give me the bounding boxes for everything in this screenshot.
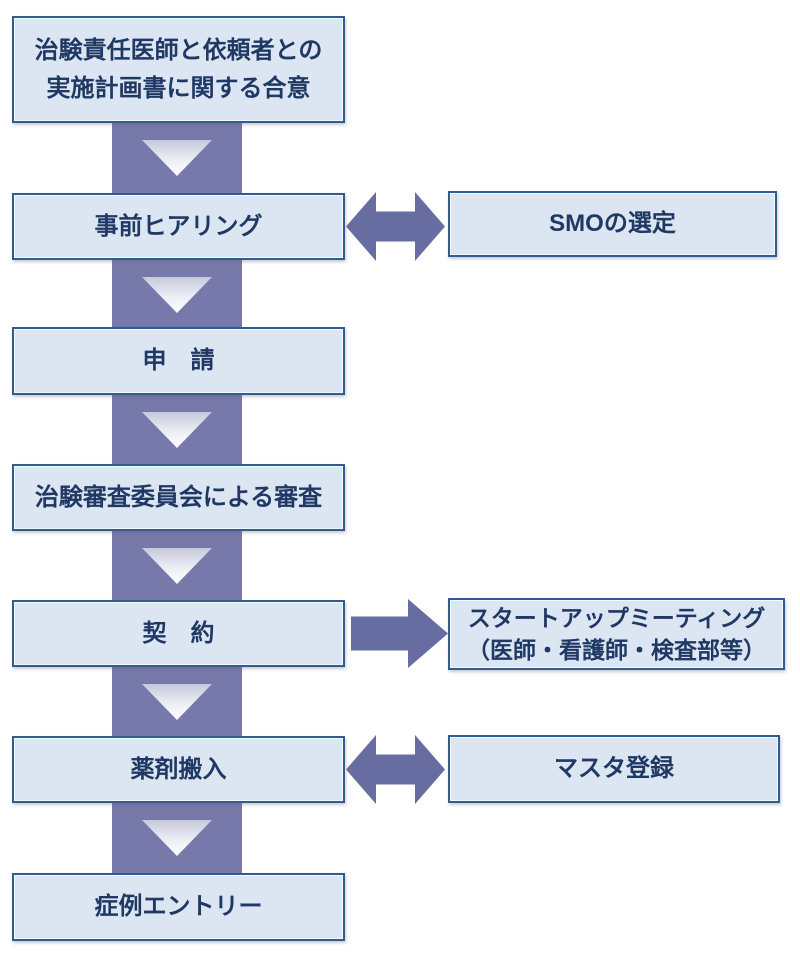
- step-box-contract: 契 約: [12, 600, 345, 667]
- side-box-smo-selection: SMOの選定: [448, 191, 777, 257]
- step-box-pre-hearing: 事前ヒアリング: [12, 193, 345, 260]
- step-box-irb-review: 治験審査委員会による審査: [12, 464, 345, 531]
- step-box-protocol-agreement: 治験責任医師と依頼者との 実施計画書に関する合意: [12, 16, 345, 123]
- double-arrow-icon: [346, 192, 445, 261]
- side-box-startup-meeting: スタートアップミーティング （医師・看護師・検査部等）: [448, 598, 785, 670]
- right-arrow-icon: [351, 599, 448, 668]
- side-box-master-registration: マスタ登録: [448, 735, 780, 803]
- double-arrow-icon: [346, 735, 445, 804]
- step-box-case-entry: 症例エントリー: [12, 873, 345, 941]
- step-box-application: 申 請: [12, 327, 345, 395]
- step-box-drug-delivery: 薬剤搬入: [12, 736, 345, 803]
